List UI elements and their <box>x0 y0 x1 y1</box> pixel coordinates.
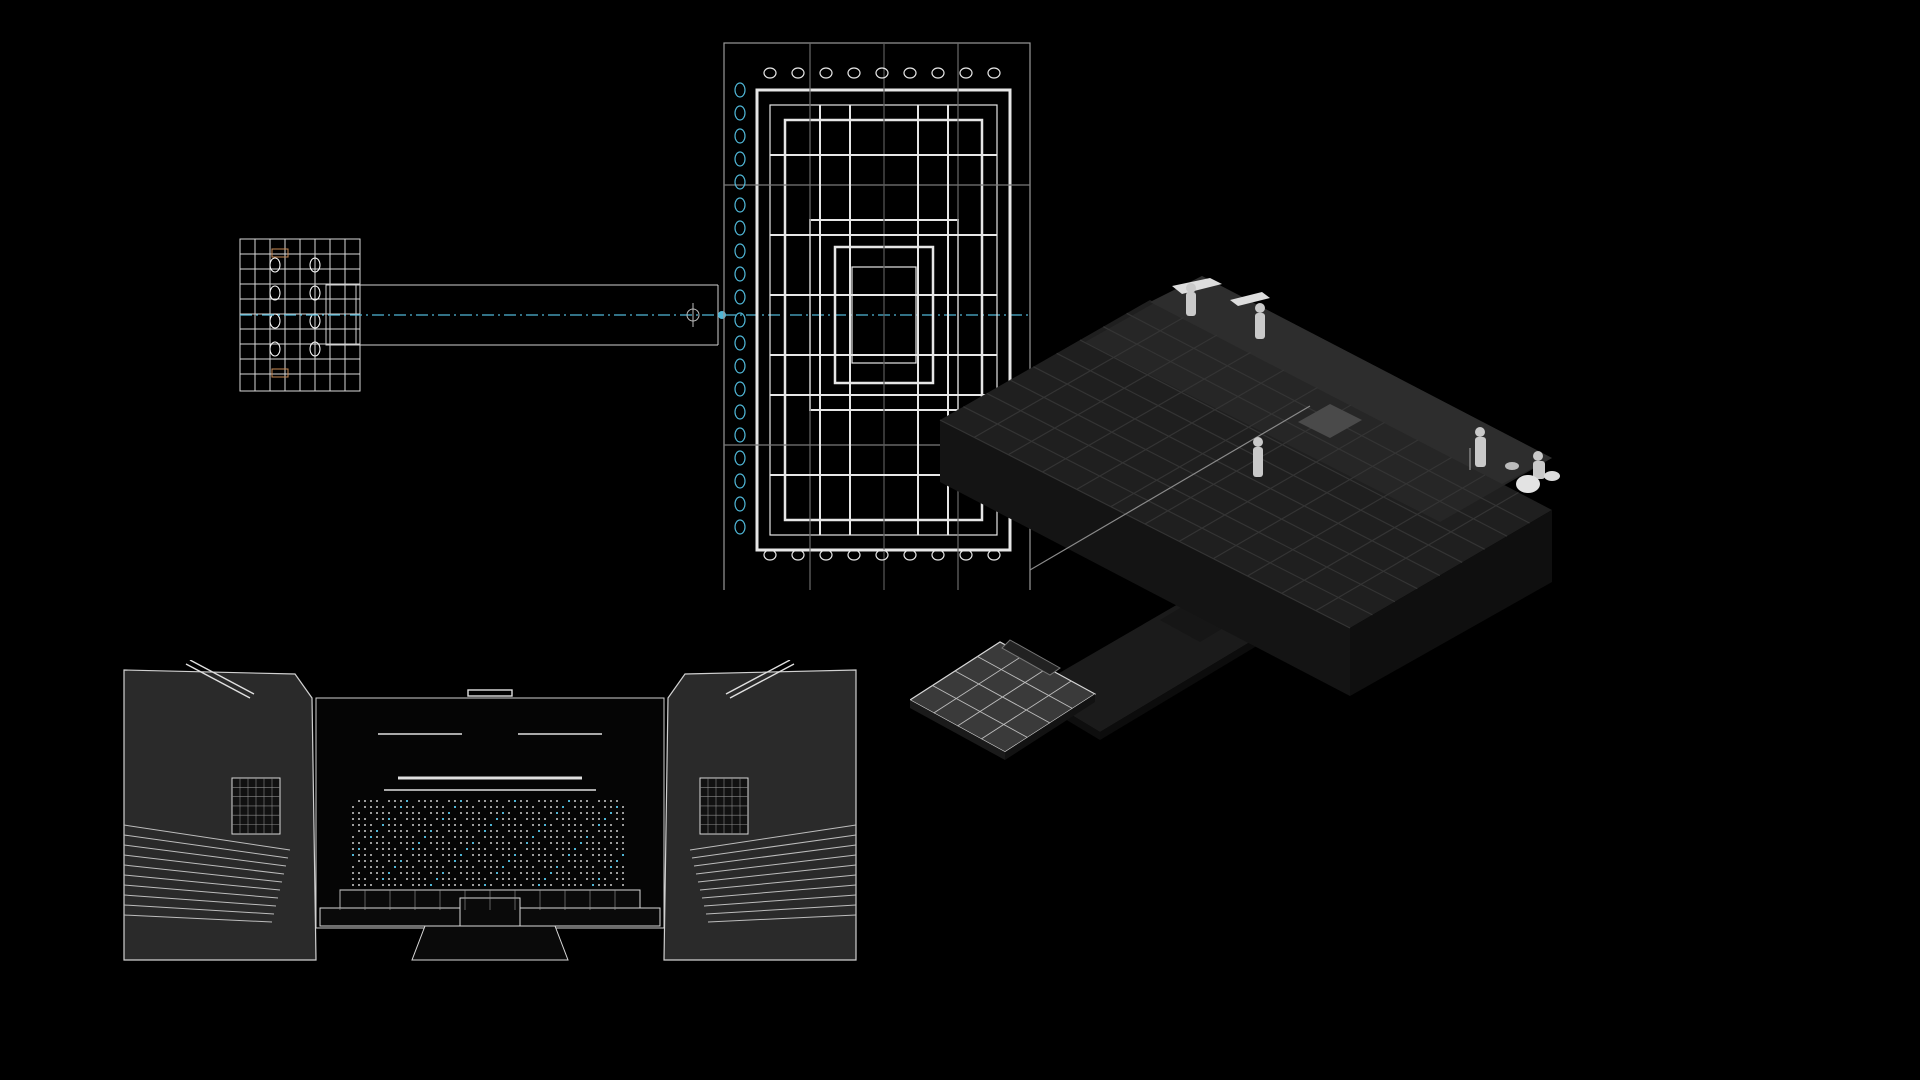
dimension-line <box>1029 405 1311 571</box>
right-wall <box>663 669 857 961</box>
main-stage-plan <box>723 42 1031 590</box>
perspective-view <box>120 660 860 965</box>
plan-view <box>230 35 1040 590</box>
singer-top <box>1255 303 1265 339</box>
thrust-platform-plan <box>239 238 361 392</box>
left-seating <box>123 824 291 923</box>
marker-icon <box>271 248 289 258</box>
keyboard-rig <box>1172 278 1270 316</box>
drum-kit <box>1505 451 1560 493</box>
performers <box>1172 278 1560 493</box>
isometric-view <box>910 270 1900 960</box>
marker-icon <box>271 368 289 378</box>
right-seating <box>689 824 857 923</box>
guitarist <box>1469 427 1486 470</box>
walking-performer <box>1253 437 1263 477</box>
rug <box>1298 404 1362 438</box>
left-wall <box>123 669 317 961</box>
thrust-platform-iso <box>910 639 1097 760</box>
main-stage-iso <box>939 276 1552 696</box>
lighting-trusses <box>185 660 795 791</box>
